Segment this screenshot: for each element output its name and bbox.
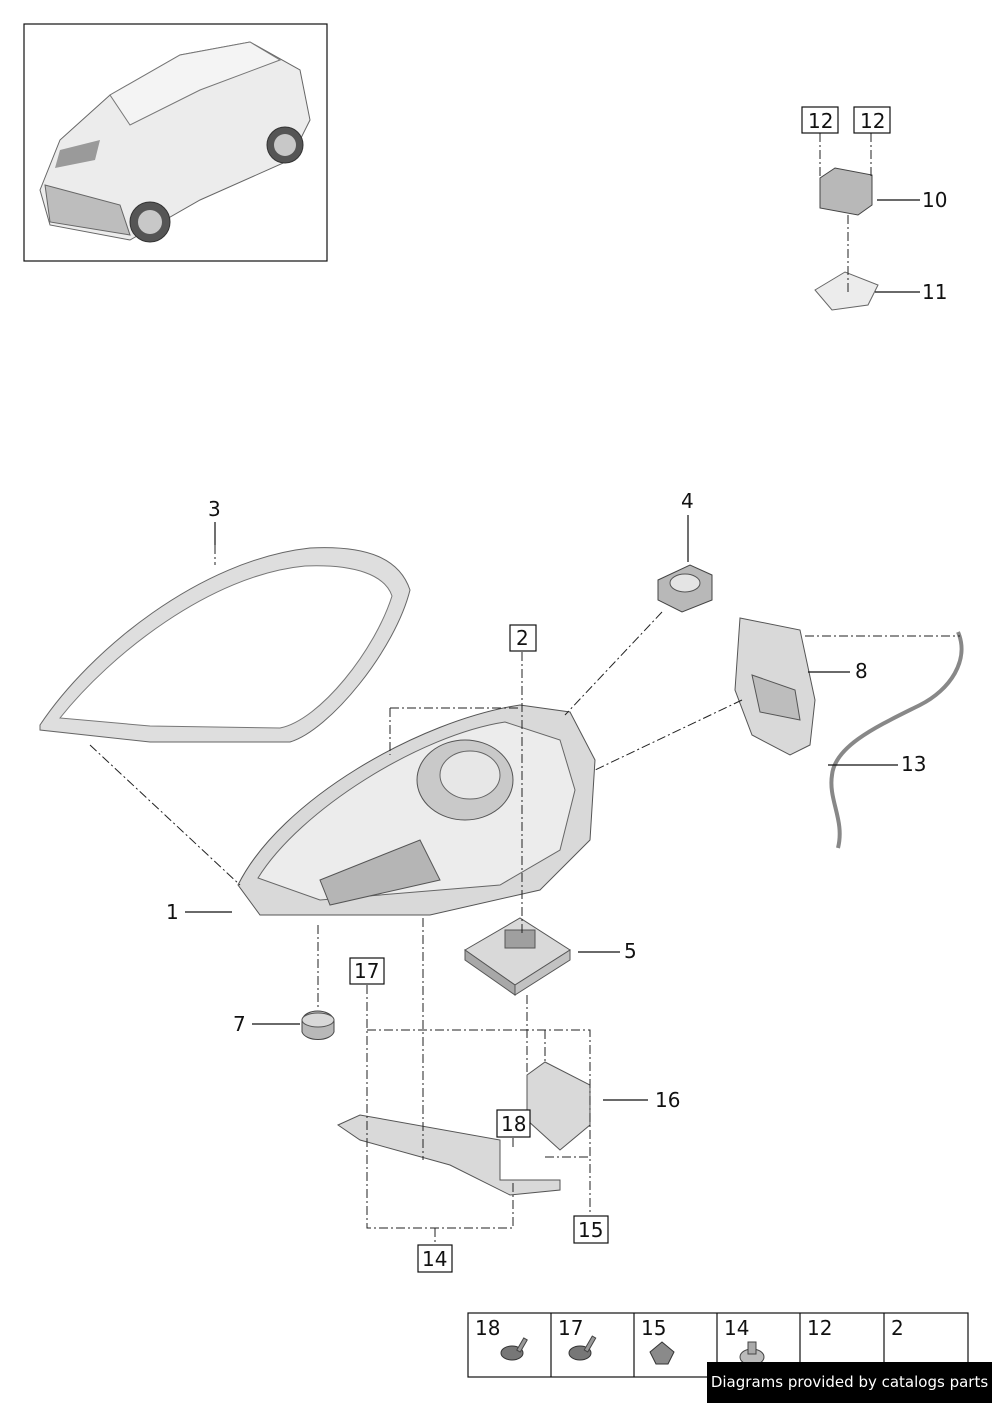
part-8-cover-plate [734, 617, 816, 756]
callout-17: 17 [354, 959, 379, 983]
callout-16: 16 [655, 1088, 680, 1112]
part-7-cap [301, 1010, 335, 1040]
part-16-bracket [336, 1061, 591, 1196]
fastener-header-17: 17 [558, 1316, 583, 1340]
fastener-header-12: 12 [807, 1316, 832, 1340]
callout-15: 15 [578, 1218, 603, 1242]
callout-13: 13 [901, 752, 926, 776]
callout-18: 18 [501, 1112, 526, 1136]
callout-14: 14 [422, 1247, 447, 1271]
part-13-cable [829, 631, 964, 849]
assembly-lines [89, 133, 960, 1245]
callout-2: 2 [516, 626, 529, 650]
part-5-control-unit [464, 917, 571, 996]
part-1-headlight-housing [237, 704, 596, 916]
fastener-15-icon [649, 1341, 675, 1365]
part-3-bezel-frame [39, 547, 411, 743]
fastener-header-14: 14 [724, 1316, 749, 1340]
fastener-header-2: 2 [891, 1316, 904, 1340]
credit-banner: Diagrams provided by catalogs parts [707, 1362, 992, 1403]
callout-12-left: 12 [808, 109, 833, 133]
fastener-header-15: 15 [641, 1316, 666, 1340]
boxed-callouts: 2 17 18 15 14 12 12 [349, 106, 891, 1273]
callout-11: 11 [922, 280, 947, 304]
part-11-holder [814, 271, 879, 311]
callout-12-right: 12 [860, 109, 885, 133]
leader-lines [185, 199, 920, 1101]
part-4-fan [657, 564, 713, 613]
vehicle-thumbnail [23, 23, 328, 262]
fastener-header-18: 18 [475, 1316, 500, 1340]
fastener-18-icon [500, 1337, 528, 1361]
callouts: 3 4 8 13 5 1 7 16 10 11 [166, 188, 947, 1112]
callout-3: 3 [208, 497, 221, 521]
callout-4: 4 [681, 489, 694, 513]
callout-7: 7 [233, 1012, 246, 1036]
callout-1: 1 [166, 900, 179, 924]
fastener-17-icon [568, 1335, 597, 1361]
callout-10: 10 [922, 188, 947, 212]
callout-5: 5 [624, 939, 637, 963]
callout-8: 8 [855, 659, 868, 683]
part-10-module [819, 167, 873, 216]
